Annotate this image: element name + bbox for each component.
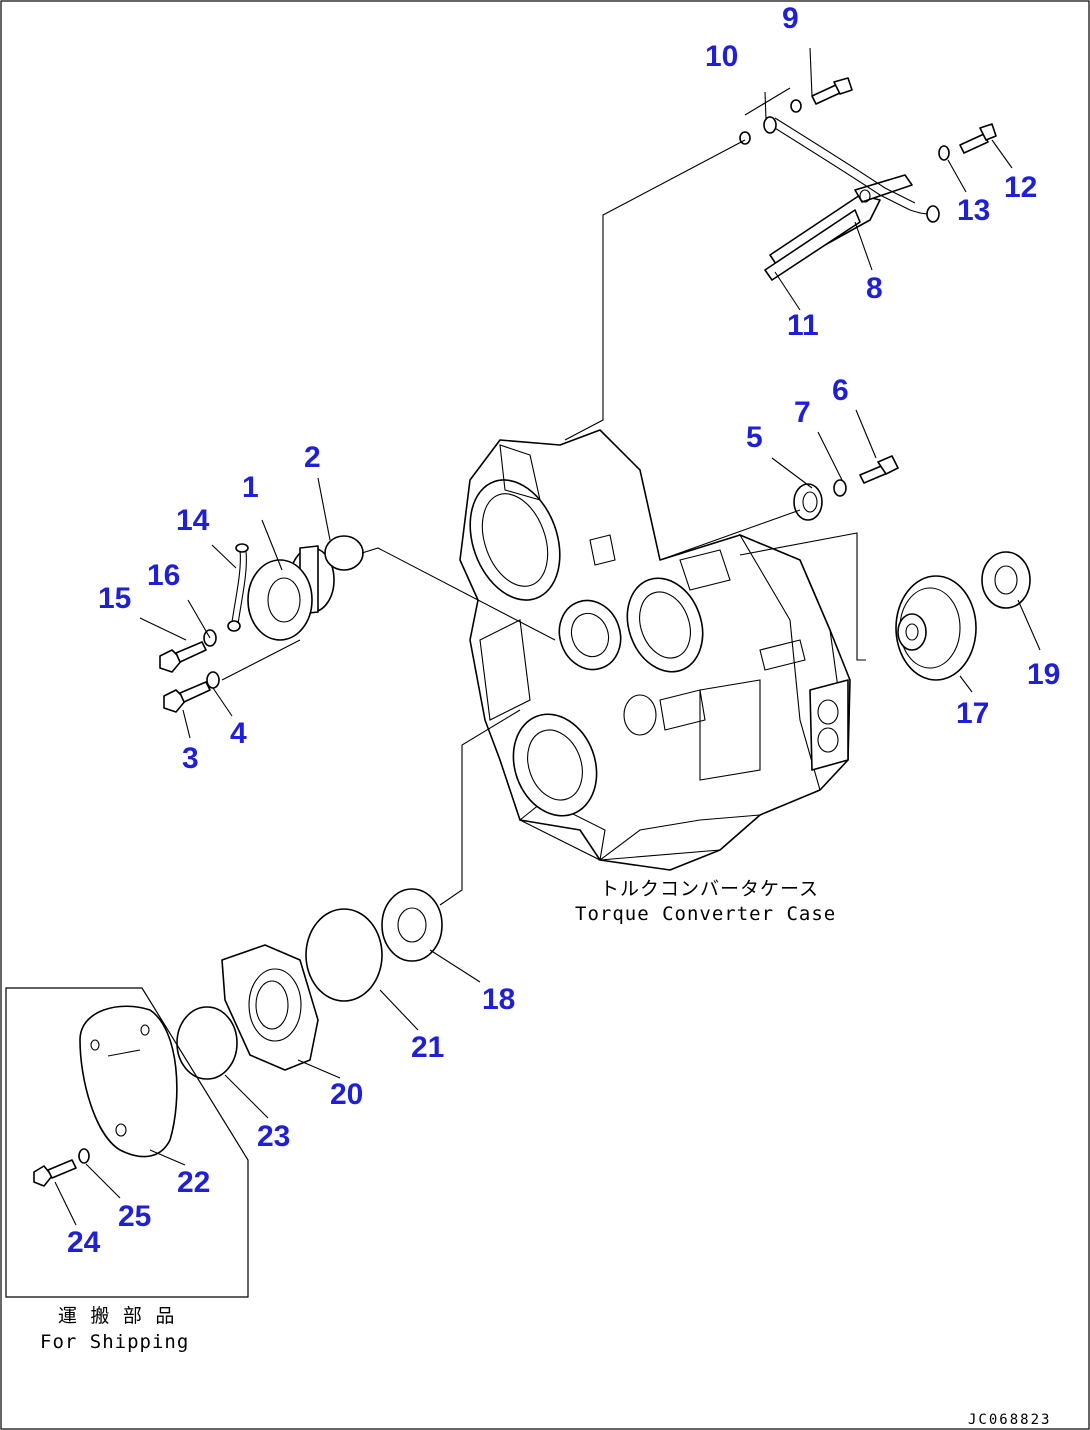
- part-4-washer: [206, 671, 220, 689]
- label-6: 6: [832, 374, 849, 407]
- label-8: 8: [866, 272, 883, 305]
- part-5-cap: [793, 483, 823, 521]
- label-5: 5: [746, 421, 763, 454]
- caption-case-en: Torque Converter Case: [575, 903, 836, 925]
- label-1: 1: [242, 471, 259, 504]
- label-23: 23: [257, 1120, 290, 1153]
- part-21-o-ring: [305, 908, 383, 1002]
- label-2: 2: [304, 441, 321, 474]
- label-20: 20: [330, 1078, 363, 1111]
- label-19: 19: [1027, 658, 1060, 691]
- label-3: 3: [182, 742, 199, 775]
- label-17: 17: [956, 697, 989, 730]
- part-15-bolt: [159, 641, 207, 673]
- part-13-washer: [938, 145, 950, 161]
- part-18-seal: [381, 888, 443, 962]
- label-7: 7: [794, 396, 811, 429]
- part-2-o-ring: [324, 535, 364, 571]
- part-24-bolt: [33, 1159, 77, 1187]
- label-25: 25: [118, 1200, 151, 1233]
- leader-lines: [54, 47, 1041, 1226]
- label-4: 4: [230, 717, 247, 750]
- part-17-pump: [895, 575, 977, 681]
- part-22-plate: [79, 1005, 178, 1158]
- part-9-bolt: [811, 77, 853, 105]
- shipping-box: [5, 987, 249, 1298]
- label-10: 10: [705, 40, 738, 73]
- part-6-bolt: [859, 455, 899, 484]
- label-11: 11: [787, 309, 819, 342]
- part-11-plate: [764, 209, 861, 281]
- label-14: 14: [176, 504, 210, 537]
- caption-case-jp: トルクコンバータケース: [600, 878, 819, 900]
- part-1-cover: [247, 545, 335, 641]
- drawing-code: JC068823: [968, 1412, 1051, 1428]
- part-10-tube: [739, 99, 940, 223]
- label-18: 18: [482, 983, 515, 1016]
- part-14-tube: [227, 543, 249, 632]
- label-24: 24: [67, 1226, 101, 1259]
- part-20-cover: [221, 944, 319, 1071]
- label-12: 12: [1004, 171, 1037, 204]
- caption-shipping-en: For Shipping: [40, 1331, 189, 1353]
- label-16: 16: [147, 559, 180, 592]
- torque-converter-case: [459, 429, 851, 871]
- caption-shipping-jp: 運 搬 部 品: [58, 1305, 175, 1327]
- part-labels: 1 2 3 4 5 6 7 8 9 10 11 12 13 14 15 16 1…: [67, 2, 1060, 1259]
- label-13: 13: [957, 194, 990, 227]
- part-7-washer: [833, 479, 847, 497]
- label-21: 21: [411, 1031, 444, 1064]
- part-3-bolt: [163, 681, 211, 713]
- part-25-washer: [78, 1148, 90, 1164]
- label-9: 9: [782, 2, 799, 35]
- label-15: 15: [98, 582, 131, 615]
- part-12-bolt: [959, 123, 997, 154]
- part-23-o-ring: [176, 1006, 238, 1080]
- part-19-seal: [981, 551, 1031, 609]
- label-22: 22: [177, 1166, 210, 1199]
